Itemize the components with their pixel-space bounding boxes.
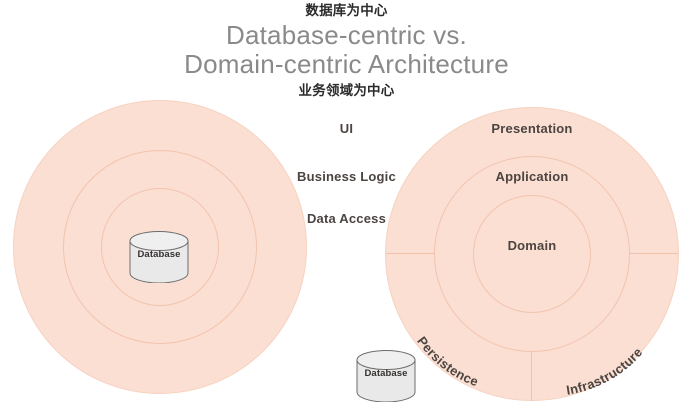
ring-label-domain: Domain [507, 238, 557, 253]
cylinder-icon [129, 231, 189, 283]
sector-labels: Persistence Infrastructure [414, 334, 645, 398]
cylinder-icon [356, 350, 416, 402]
title-block: 数据库为中心 Database-centric vs. Domain-centr… [0, 0, 693, 100]
ring-label-business-logic: Business Logic [297, 169, 396, 184]
divider-bottom [531, 352, 532, 401]
ring-application [434, 156, 630, 352]
ring-label-application: Application [495, 169, 569, 184]
ring-business-logic [63, 150, 257, 344]
ring-label-data-access: Data Access [306, 211, 387, 226]
title-line-1: Database-centric vs. [226, 20, 467, 50]
database-cylinder-external-label: Database [364, 368, 408, 379]
sector-label-persistence: Persistence [414, 334, 480, 390]
database-cylinder-label: Database [137, 249, 181, 260]
ring-label-presentation: Presentation [491, 121, 573, 136]
ring-label-ui: UI [339, 121, 354, 136]
page-title: Database-centric vs. Domain-centric Arch… [0, 21, 693, 79]
database-cylinder-external: Database [355, 350, 417, 402]
divider-right [630, 253, 678, 254]
title-line-2: Domain-centric Architecture [184, 49, 509, 79]
database-cylinder-center: Database [128, 231, 190, 283]
divider-left [386, 253, 434, 254]
sector-label-infrastructure: Infrastructure [565, 345, 645, 398]
ring-data-access [101, 188, 219, 306]
chinese-note-top: 数据库为中心 [305, 3, 388, 19]
sector-label-infrastructure-text: Infrastructure [565, 345, 645, 398]
ring-domain [473, 195, 591, 313]
chinese-note-bottom: 业务领域为中心 [298, 83, 395, 99]
sector-label-persistence-text: Persistence [414, 334, 480, 390]
